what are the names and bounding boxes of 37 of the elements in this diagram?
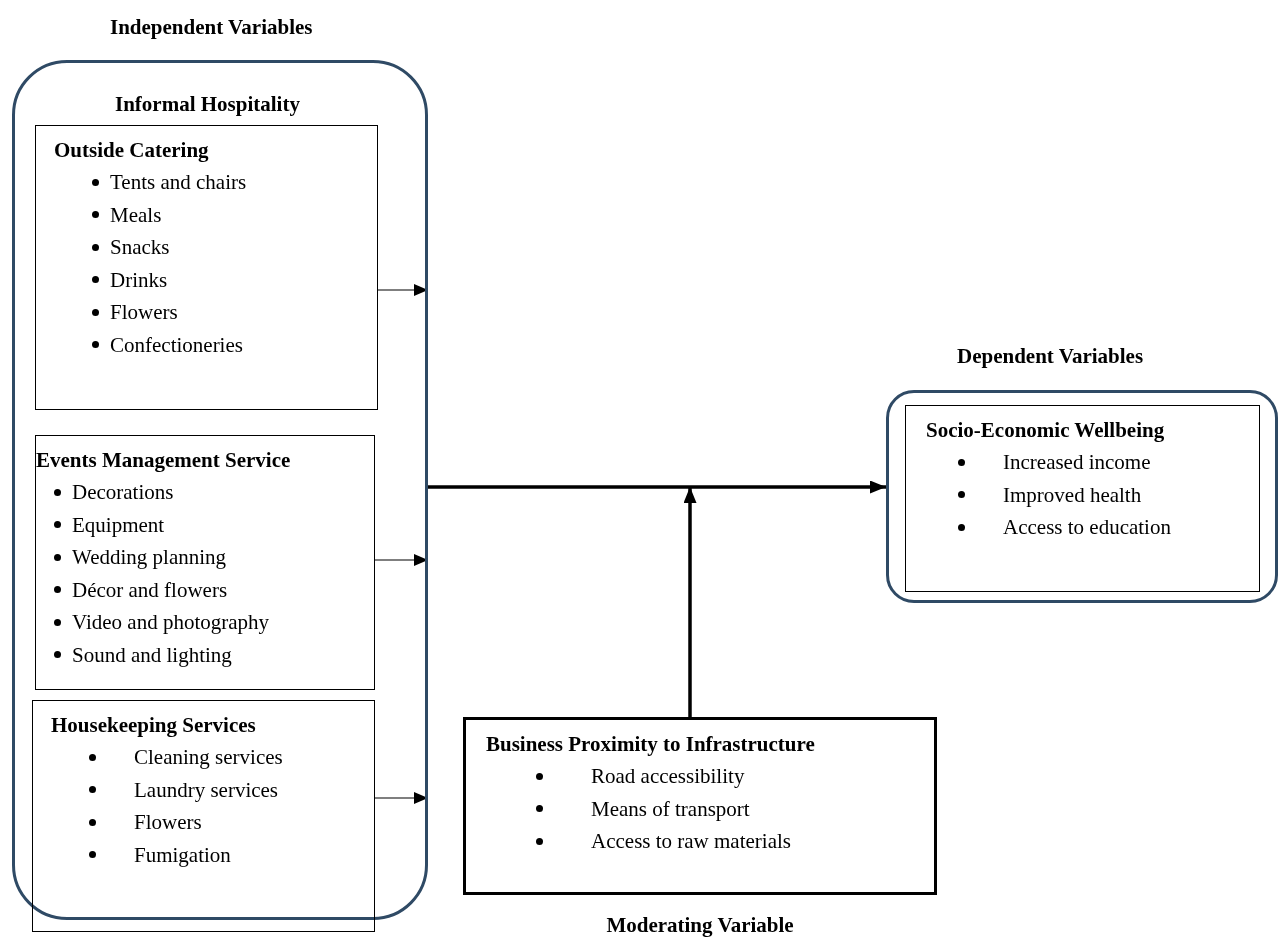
box-heading: Outside Catering xyxy=(54,137,209,164)
list-item: Wedding planning xyxy=(72,544,227,571)
list-item: Improved health xyxy=(1003,481,1142,509)
section-heading: Independent Variables xyxy=(110,14,313,41)
box-heading: Housekeeping Services xyxy=(51,712,256,739)
list-item: Fumigation xyxy=(134,841,231,869)
list-item: Decorations xyxy=(72,479,174,506)
list-item: Flowers xyxy=(134,809,202,836)
list-item: Décor and flowers xyxy=(72,576,228,604)
list-item: Snacks xyxy=(110,234,170,261)
variable-box xyxy=(35,125,378,410)
arrow xyxy=(428,480,886,494)
variable-box xyxy=(32,700,375,932)
list-item: Laundry services xyxy=(134,776,279,804)
arrow xyxy=(683,487,697,717)
list-item: Access to education xyxy=(1003,514,1171,541)
group-heading: Dependent Variables xyxy=(957,343,1144,370)
group-heading: Informal Hospitality xyxy=(115,91,300,118)
list-item: Means of transport xyxy=(591,795,750,823)
box-heading: Events Management Service xyxy=(36,447,291,474)
list-item: Drinks xyxy=(110,266,168,294)
list-item: Equipment xyxy=(72,511,165,539)
list-item: Meals xyxy=(110,201,162,229)
list-item: Sound and lighting xyxy=(72,641,232,669)
node-caption: Moderating Variable xyxy=(605,912,795,939)
variable-box xyxy=(35,435,375,690)
list-item: Cleaning services xyxy=(134,744,283,771)
list-item: Video and photography xyxy=(72,609,270,636)
list-item: Increased income xyxy=(1003,449,1151,476)
list-item: Road accessibility xyxy=(591,763,745,790)
box-heading: Business Proximity to Infrastructure xyxy=(486,731,815,758)
list-item: Confectioneries xyxy=(110,331,243,359)
list-item: Tents and chairs xyxy=(110,169,247,196)
variable-box xyxy=(905,405,1260,592)
list-item: Access to raw materials xyxy=(591,828,791,855)
box-heading: Socio-Economic Wellbeing xyxy=(926,417,1165,444)
list-item: Flowers xyxy=(110,299,178,326)
